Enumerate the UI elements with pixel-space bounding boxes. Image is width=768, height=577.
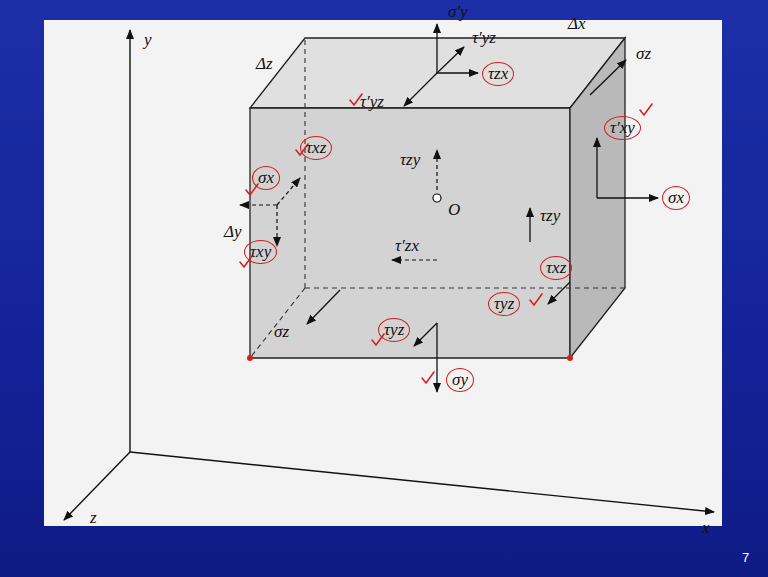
axis-label: z xyxy=(88,508,99,528)
stress-label: τzy xyxy=(538,206,562,226)
check-marks xyxy=(240,94,652,383)
stress-label: τxz xyxy=(540,256,572,280)
axis-label: x xyxy=(700,518,712,538)
stress-label: τzy xyxy=(398,150,422,170)
stress-label: σz xyxy=(634,44,653,64)
stress-label: τxz xyxy=(300,136,332,160)
origin-label: O xyxy=(446,200,462,220)
stress-label: σ′y xyxy=(446,2,470,22)
dimension-label: Δx xyxy=(566,14,588,34)
stress-label: τ′zx xyxy=(393,236,421,256)
stress-arrows xyxy=(307,24,658,392)
stress-label: σx xyxy=(662,186,690,210)
stress-label: τ′yz xyxy=(358,92,386,112)
axis-label: y xyxy=(142,30,154,50)
coordinate-axes xyxy=(64,30,714,520)
dimension-label: Δz xyxy=(254,54,275,74)
stress-label: σx xyxy=(252,166,280,190)
stress-label: τxy xyxy=(244,240,277,264)
stress-label: σy xyxy=(446,368,474,392)
stress-label: τzx xyxy=(482,62,514,86)
slide-panel xyxy=(44,20,722,526)
stress-label: τ′yz xyxy=(470,28,498,48)
stress-label: σz xyxy=(272,322,291,342)
stress-label: τyz xyxy=(488,292,520,316)
page-number: 7 xyxy=(740,548,751,568)
origin-point xyxy=(433,194,441,202)
dimension-label: Δy xyxy=(222,222,244,242)
stress-label: τyz xyxy=(378,318,410,342)
stress-label: τ′xy xyxy=(604,116,641,140)
stress-cube xyxy=(247,38,625,361)
